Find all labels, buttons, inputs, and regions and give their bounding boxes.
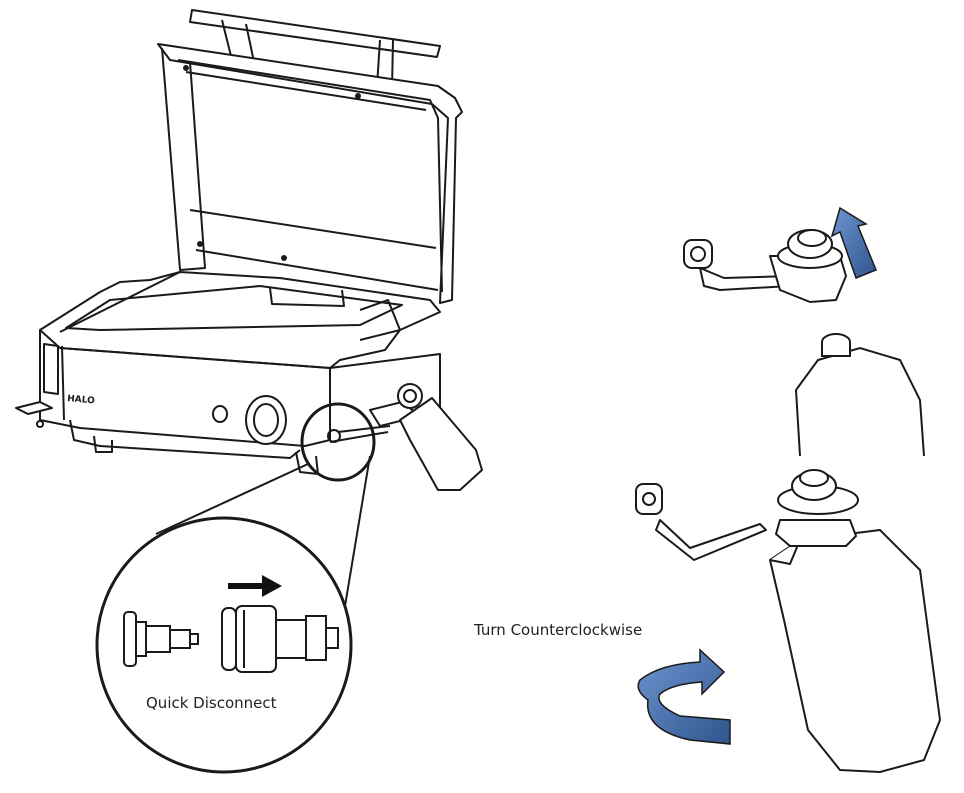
right-arrow-icon (228, 575, 282, 597)
quick-disconnect-parts (123, 605, 339, 673)
mounted-cylinder (327, 383, 483, 491)
griddle-body (39, 271, 441, 475)
turn-counterclockwise-label: Turn Counterclockwise (474, 621, 643, 639)
fuel-cylinder-top (794, 333, 925, 457)
regulator-illustration (683, 229, 847, 303)
up-arrow-icon (830, 206, 877, 279)
counterclockwise-arrow-icon (637, 648, 731, 745)
lid-handle (189, 9, 441, 89)
brand-logo: HALO (67, 394, 96, 406)
male-plug (123, 611, 199, 667)
quick-disconnect-label: Quick Disconnect (146, 694, 277, 712)
cylinder-with-regulator (635, 469, 941, 773)
small-focus-circle (300, 402, 376, 482)
control-panel (15, 343, 287, 445)
female-socket (221, 605, 339, 673)
griddle-illustration (15, 9, 483, 491)
open-lid (157, 43, 463, 304)
